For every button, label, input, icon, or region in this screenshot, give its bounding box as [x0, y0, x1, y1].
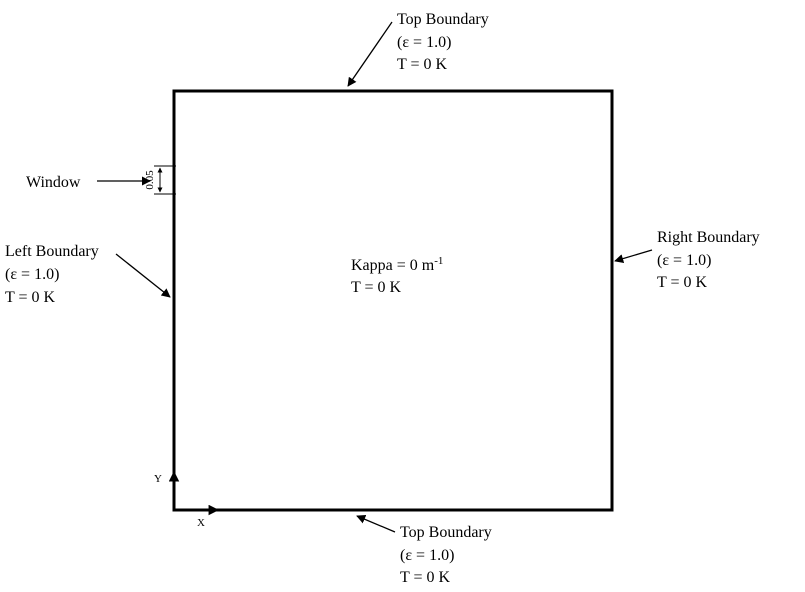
y-axis-label: Y [154, 473, 162, 485]
top-boundary-name: Top Boundary [397, 11, 489, 28]
right-boundary-annotation: Right Boundary (ε = 1.0) T = 0 K [614, 229, 760, 291]
right-boundary-name: Right Boundary [657, 229, 760, 246]
top-boundary-annotation: Top Boundary (ε = 1.0) T = 0 K [347, 11, 489, 87]
left-boundary-annotation: Left Boundary (ε = 1.0) T = 0 K [5, 243, 171, 306]
left-boundary-name: Left Boundary [5, 243, 99, 260]
window-annotation: Window 0.05 [26, 165, 176, 195]
kappa-exponent: -1 [434, 255, 443, 267]
bottom-boundary-arrow [356, 514, 396, 533]
top-boundary-arrow [347, 21, 393, 87]
left-boundary-arrow [115, 253, 171, 298]
left-boundary-temperature: T = 0 K [5, 289, 56, 306]
enclosure-boundary [172, 89, 614, 512]
x-axis-label: X [197, 517, 205, 529]
window-dimension-text: 0.05 [144, 170, 156, 190]
right-boundary-temperature: T = 0 K [657, 274, 708, 291]
medium-properties: Kappa = 0 m-1 T = 0 K [351, 255, 443, 296]
kappa-value: Kappa = 0 m [351, 257, 435, 274]
top-boundary-emissivity: (ε = 1.0) [397, 34, 451, 51]
left-boundary-emissivity: (ε = 1.0) [5, 266, 59, 283]
bottom-boundary-annotation: Top Boundary (ε = 1.0) T = 0 K [356, 514, 492, 586]
bottom-boundary-temperature: T = 0 K [400, 569, 451, 586]
bottom-boundary-name: Top Boundary [400, 524, 492, 541]
bottom-boundary-emissivity: (ε = 1.0) [400, 547, 454, 564]
window-label: Window [26, 174, 81, 191]
coordinate-axes: X Y [154, 470, 220, 529]
medium-temperature: T = 0 K [351, 279, 402, 296]
kappa-label: Kappa = 0 m-1 [351, 255, 443, 274]
right-boundary-arrow [614, 249, 653, 264]
right-boundary-emissivity: (ε = 1.0) [657, 252, 711, 269]
top-boundary-temperature: T = 0 K [397, 56, 448, 73]
